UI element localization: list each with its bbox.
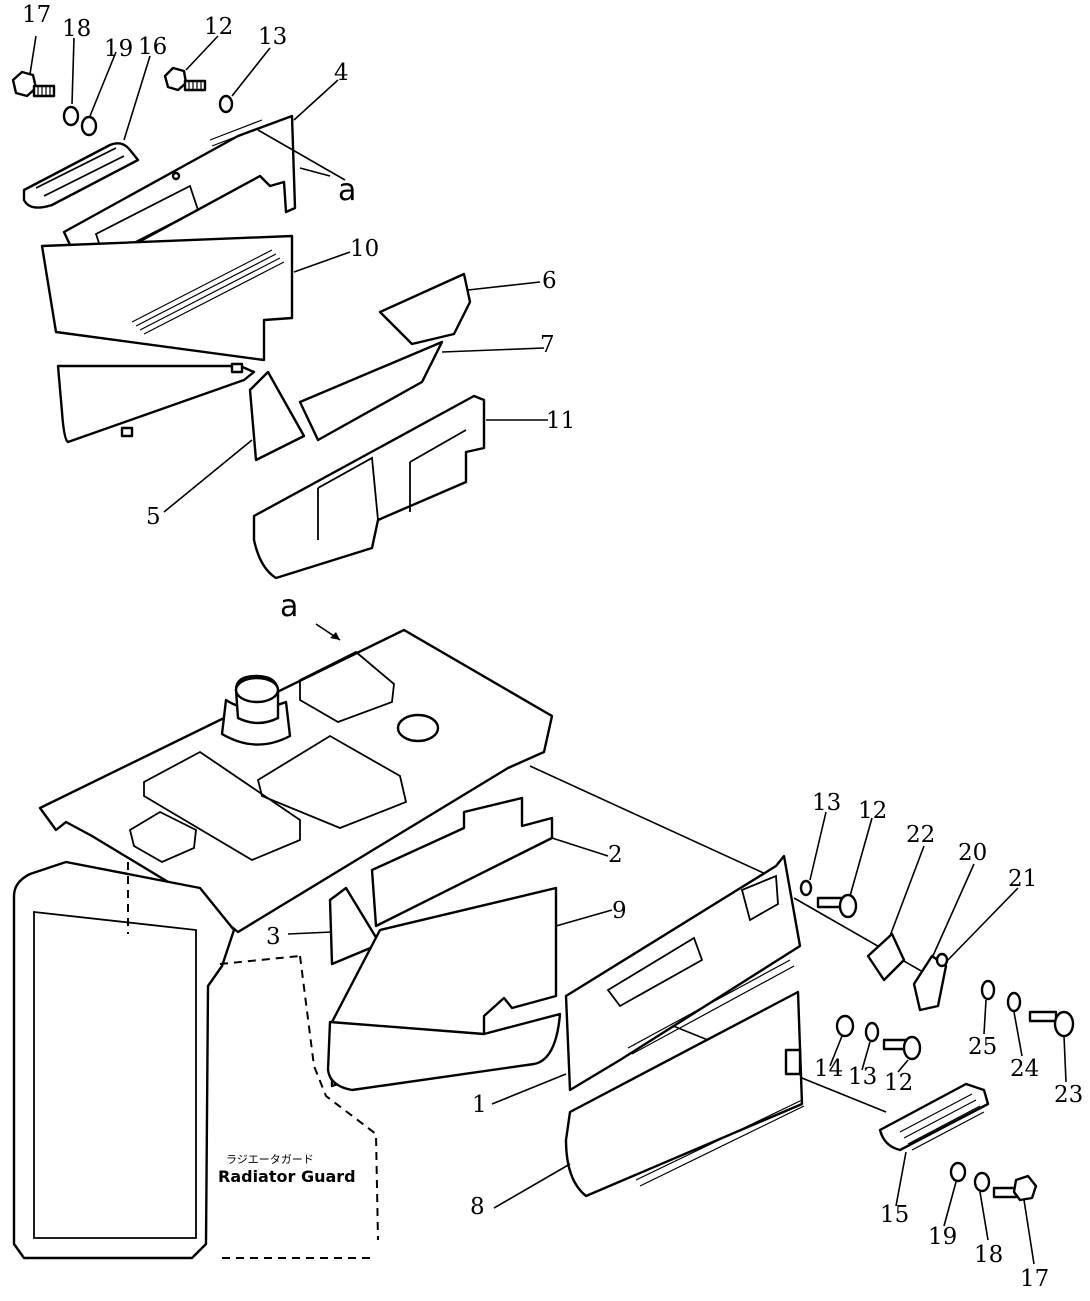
plate-10	[40, 234, 294, 362]
ref-a-main: a	[280, 589, 298, 624]
label-17-bot: 17	[1020, 1266, 1049, 1292]
label-1: 1	[472, 1092, 487, 1118]
grille-16	[22, 142, 140, 209]
view-arrow-a-top	[299, 167, 331, 177]
label-19-top: 19	[104, 36, 133, 62]
label-11: 11	[546, 408, 575, 434]
plate-7	[298, 340, 444, 442]
label-12-top: 12	[204, 14, 233, 40]
washer-24	[1006, 991, 1022, 1013]
label-6: 6	[542, 268, 557, 294]
label-20: 20	[958, 840, 987, 866]
curved-panel-10	[56, 362, 256, 444]
washer-18-bot	[973, 1171, 991, 1193]
nut-21	[935, 952, 949, 968]
label-15: 15	[880, 1202, 909, 1228]
cover-8	[564, 990, 805, 1198]
label-21: 21	[1008, 866, 1037, 892]
caption-radiator-guard: Radiator Guard	[218, 1167, 356, 1186]
label-4: 4	[334, 60, 349, 86]
label-17-top: 17	[22, 2, 51, 28]
radiator-top-plate	[38, 628, 554, 934]
bolt-17-bot	[992, 1174, 1038, 1202]
panel-9	[326, 886, 562, 1092]
plate-22	[866, 932, 906, 982]
label-13-mid: 13	[812, 790, 841, 816]
washer-19-top	[80, 115, 98, 137]
label-7: 7	[540, 332, 555, 358]
washer-13-top	[218, 94, 234, 114]
guard-11	[252, 394, 486, 580]
label-12-mid: 12	[858, 798, 887, 824]
view-arrow-a	[315, 623, 341, 641]
label-24: 24	[1010, 1056, 1039, 1082]
washer-25	[980, 979, 996, 1001]
label-13-top: 13	[258, 24, 287, 50]
leader-lines	[29, 35, 1067, 1265]
washer-18-top	[62, 105, 80, 127]
washer-13-mid	[799, 879, 813, 897]
bracket-20	[912, 954, 948, 1012]
label-10: 10	[350, 236, 379, 262]
radiator-body	[12, 860, 379, 1260]
label-18-bot: 18	[974, 1242, 1003, 1268]
guide-line-2	[793, 897, 931, 977]
bracket-6	[378, 272, 472, 346]
bolt-12-low	[882, 1035, 922, 1061]
ref-a-top: a	[338, 173, 356, 208]
label-14: 14	[814, 1056, 843, 1082]
label-8: 8	[470, 1194, 485, 1220]
plate-1	[564, 854, 802, 1092]
label-2: 2	[608, 842, 623, 868]
bracket-5	[248, 370, 306, 462]
bolt-23	[1028, 1010, 1075, 1038]
caption-japanese: ラジエータガード	[226, 1153, 314, 1166]
label-22: 22	[906, 822, 935, 848]
washer-13-low	[864, 1021, 880, 1043]
bolt-12-top	[163, 66, 207, 92]
washer-14	[835, 1014, 855, 1038]
label-18-top: 18	[62, 16, 91, 42]
washer-19-bot	[949, 1161, 967, 1183]
label-9: 9	[612, 898, 627, 924]
label-5: 5	[146, 504, 161, 530]
label-13-low: 13	[848, 1064, 877, 1090]
grille-15	[878, 1082, 990, 1152]
label-3: 3	[266, 924, 281, 950]
label-12-low: 12	[884, 1070, 913, 1096]
label-23: 23	[1054, 1082, 1083, 1108]
label-25: 25	[968, 1034, 997, 1060]
label-19-bot: 19	[928, 1224, 957, 1250]
bolt-12-mid	[816, 893, 858, 919]
panel-2	[370, 796, 554, 928]
bolt-17-top	[11, 70, 56, 98]
guide-line-1	[529, 765, 771, 877]
label-16: 16	[138, 34, 167, 60]
part-labels: 17 18 19 16 12 13 4 a 10 6 7 11 5 a 13 1…	[22, 2, 1083, 1292]
